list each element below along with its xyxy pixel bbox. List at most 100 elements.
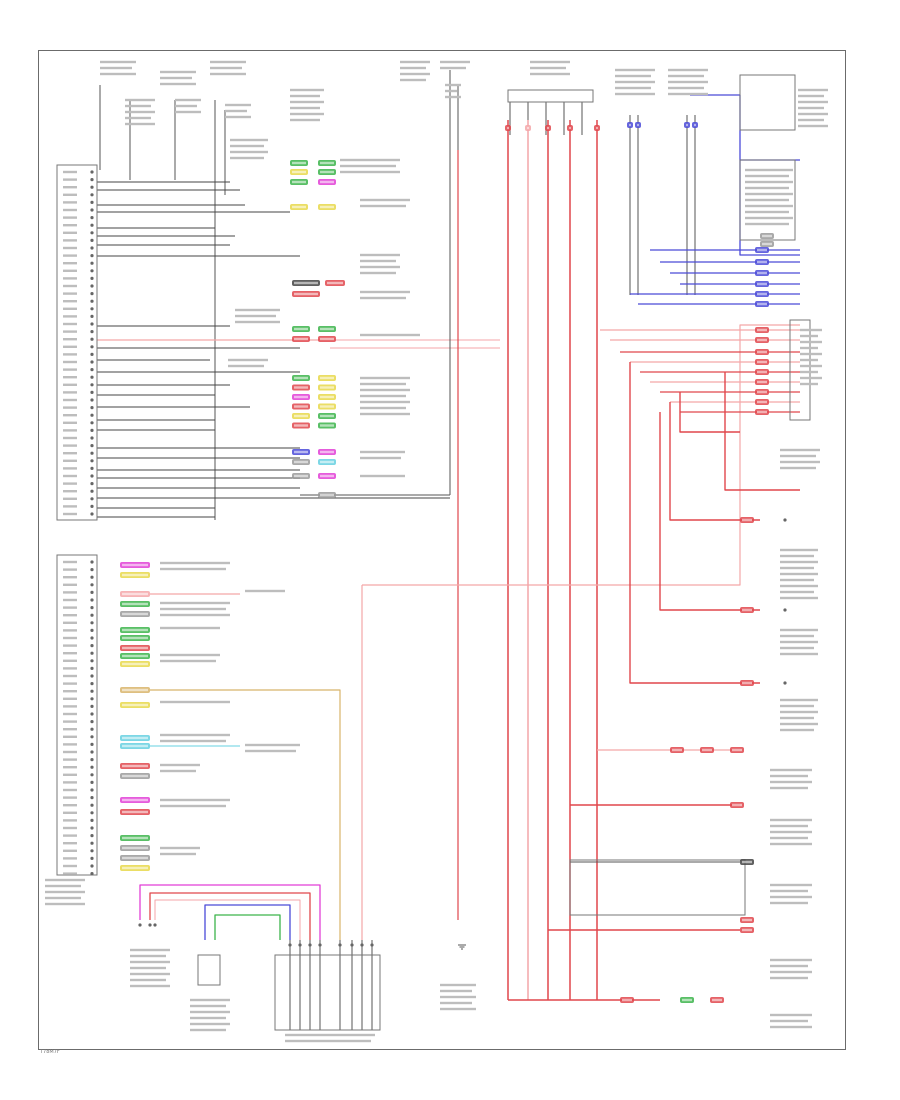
wire-color-tag-text (122, 846, 148, 850)
ecu-pin-label (63, 315, 77, 318)
ecu-pin-label (63, 231, 77, 234)
ecu-pin-label (63, 383, 77, 386)
connector-pin-icon (90, 560, 94, 564)
wire-color-tag-text (742, 608, 752, 612)
component-label (360, 204, 406, 208)
ecu-pin-label (63, 292, 77, 295)
component-label (228, 364, 264, 368)
component-label (780, 590, 814, 594)
connector-pin-icon (90, 352, 94, 356)
component-label (225, 103, 251, 107)
wire-color-tag-text (637, 123, 639, 127)
wire-color-tag-text (294, 376, 308, 380)
wire-color-tag-text (757, 328, 767, 332)
ecu-pin-label (63, 674, 77, 678)
ecu-pin-label (63, 743, 77, 746)
component-label (175, 104, 197, 108)
component-label (745, 168, 793, 172)
component-label (100, 72, 136, 76)
component-label (668, 74, 704, 78)
ecu-pin-label (63, 178, 77, 181)
wire-color-tag-text (702, 748, 712, 752)
component-label (445, 89, 457, 93)
wire (659, 412, 760, 611)
connector-pin-icon (90, 261, 94, 265)
wire-color-tag-text (122, 662, 148, 666)
component-label (130, 984, 170, 988)
connector-pin-icon (90, 788, 94, 792)
component-label (360, 474, 405, 478)
connector-pin-icon (90, 856, 94, 861)
component-label (160, 76, 192, 80)
wire-color-tag-text (757, 360, 767, 364)
component-label (130, 954, 166, 958)
wire-color-tag-text (122, 573, 148, 577)
connector-pin-icon (90, 666, 94, 671)
wire-color-tag-text (320, 405, 334, 408)
component-label (445, 83, 461, 87)
wire (629, 362, 760, 684)
wire-color-tag-text (762, 234, 772, 238)
wire-color-tag-text (757, 271, 767, 275)
connector-pin-icon (90, 330, 94, 334)
wire (362, 324, 800, 586)
component-label (770, 824, 808, 828)
component-label (160, 607, 226, 611)
connector-pin-icon (90, 375, 94, 379)
connector-pin-icon (90, 223, 94, 227)
ecu-pin-label (63, 735, 77, 738)
wire-color-tag-text (122, 774, 148, 778)
ecu-pin-label (63, 690, 77, 693)
ecu-pin-label (63, 766, 77, 769)
wire-color-tag-text (122, 764, 148, 768)
wire-color-tag-text (294, 327, 308, 331)
wire-color-tag-text (757, 302, 767, 306)
component-label (160, 798, 230, 802)
connector-pin-icon (148, 923, 152, 927)
ecu-pin-label (63, 591, 77, 594)
wire-color-tag-text (122, 592, 148, 596)
component-label (290, 112, 324, 116)
component-label (745, 174, 789, 178)
component-label (100, 66, 132, 70)
ecu-pin-label (63, 705, 77, 708)
wire-color-tag-text (742, 918, 752, 922)
component-label (445, 95, 461, 99)
component-label (780, 460, 820, 464)
component-label (530, 66, 566, 70)
component-label (290, 88, 324, 92)
ecu-pin-label (63, 360, 77, 364)
ecu-pin-label (63, 239, 77, 242)
component-label (130, 966, 166, 970)
connector-pin-icon (90, 682, 94, 686)
connector-pin-icon (90, 512, 94, 516)
connector-pin-icon (90, 872, 94, 876)
component-label (440, 989, 472, 993)
connector-pin-icon (90, 834, 94, 838)
component-label (780, 548, 818, 552)
component-label (360, 406, 406, 410)
connector-pin-icon (90, 773, 94, 777)
component-label (668, 68, 708, 72)
ecu-pin-label (63, 712, 77, 716)
connector-pin-icon (90, 482, 94, 486)
wire (204, 904, 291, 940)
component-label (668, 92, 708, 96)
component-label (130, 978, 166, 982)
component-label (160, 852, 196, 856)
ecu-pin-label (63, 804, 77, 807)
component-label (400, 66, 426, 70)
wire-color-tag-text (122, 612, 148, 616)
component-label (360, 450, 405, 454)
component-label (780, 704, 814, 708)
wire-color-tag-text (292, 205, 306, 209)
component-label (770, 818, 812, 822)
component-label (285, 1039, 371, 1043)
component-label (745, 198, 789, 202)
component-label (530, 60, 570, 64)
connector-pin-icon (90, 238, 94, 242)
component-label (780, 634, 814, 638)
ecu-pin-label (63, 330, 77, 333)
wire-color-tag-text (122, 798, 148, 802)
connector-pin-icon (90, 489, 94, 493)
